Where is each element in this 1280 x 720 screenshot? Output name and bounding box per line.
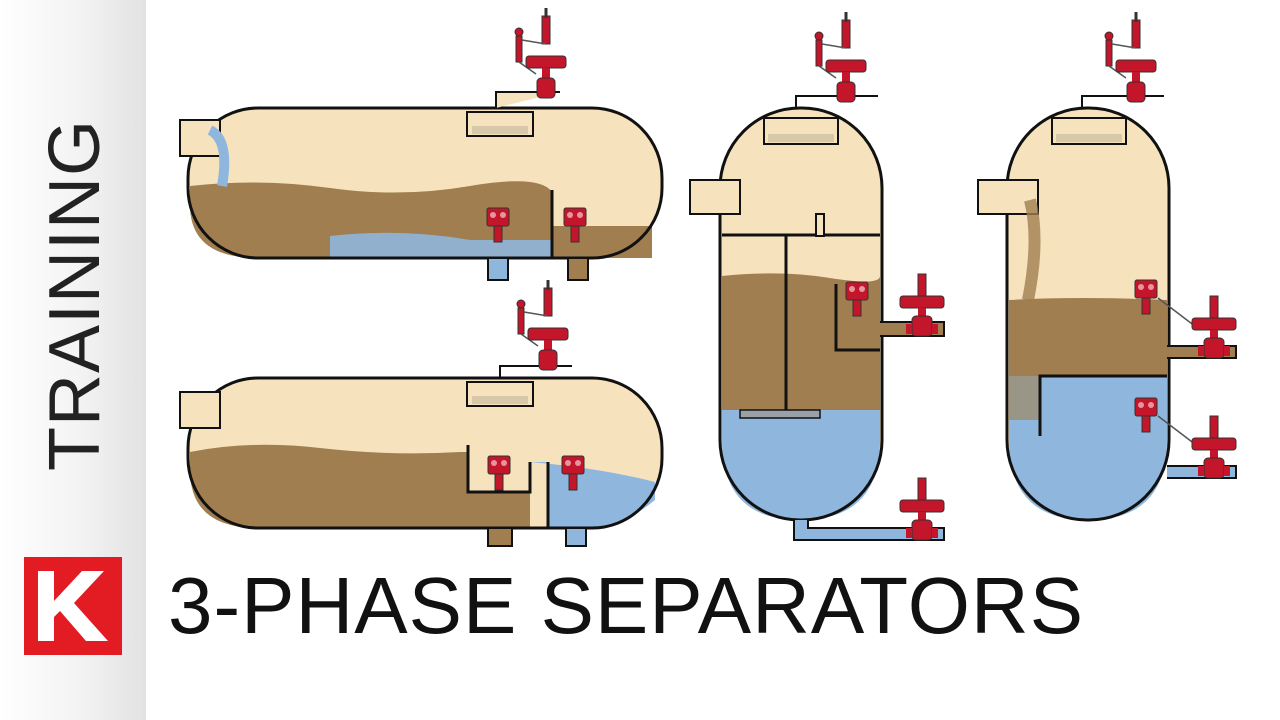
k-brand-logo-icon	[24, 557, 122, 655]
horizontal-separator-top	[179, 7, 664, 281]
separators-diagram	[179, 7, 1237, 547]
training-label: TRAINING	[35, 118, 115, 472]
vertical-separator-baffle	[977, 11, 1237, 522]
main-title: 3-PHASE SEPARATORS	[168, 561, 1085, 650]
vertical-separator-downcomer	[689, 11, 945, 541]
horizontal-separator-bottom	[179, 279, 664, 547]
sidebar: TRAINING	[0, 0, 146, 720]
